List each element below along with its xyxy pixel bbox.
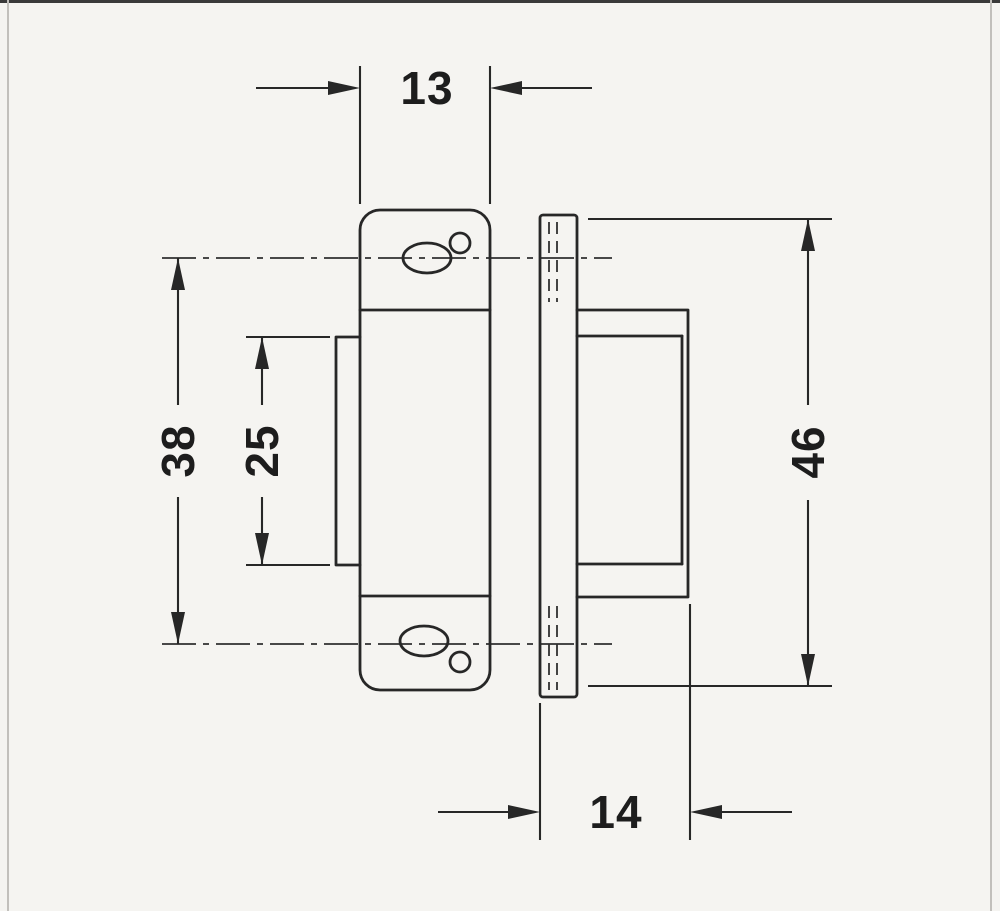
side-view — [538, 213, 690, 699]
bottom-mounting-slot — [398, 624, 450, 658]
arrowhead-down — [171, 612, 185, 644]
dimension-label-38: 38 — [152, 424, 204, 477]
scan-top-border — [0, 0, 1000, 3]
dimension-hole-spacing: 38 — [152, 258, 204, 644]
dimension-label-13: 13 — [400, 62, 453, 114]
arrowhead-right-pointing — [328, 81, 360, 95]
dimension-depth: 14 — [438, 604, 792, 840]
bottom-slot-keyhole-circle — [448, 650, 472, 674]
dimension-top-width: 13 — [256, 62, 592, 204]
dimension-overall-height: 46 — [588, 217, 834, 688]
side-plate-outline — [538, 213, 579, 699]
front-view — [334, 208, 492, 692]
arrowhead-down — [801, 654, 815, 686]
arrowhead-up — [171, 258, 185, 290]
mounting-plate-outline — [358, 208, 492, 692]
centerlines — [162, 257, 612, 645]
arrowhead-left-pointing — [690, 805, 722, 819]
dimension-label-25: 25 — [236, 424, 288, 477]
arrowhead-right-pointing — [508, 805, 540, 819]
top-mounting-slot — [401, 241, 453, 275]
catch-body-outline — [575, 308, 690, 599]
arrowhead-up — [801, 219, 815, 251]
top-slot-keyhole-circle — [448, 231, 472, 255]
dimension-magnet-height: 25 — [236, 335, 330, 567]
arrowhead-left-pointing — [490, 81, 522, 95]
magnet-face-tab — [334, 335, 362, 567]
dimension-label-46: 46 — [782, 425, 834, 478]
dimension-label-14: 14 — [589, 786, 642, 838]
arrowhead-up — [255, 337, 269, 369]
arrowhead-down — [255, 533, 269, 565]
